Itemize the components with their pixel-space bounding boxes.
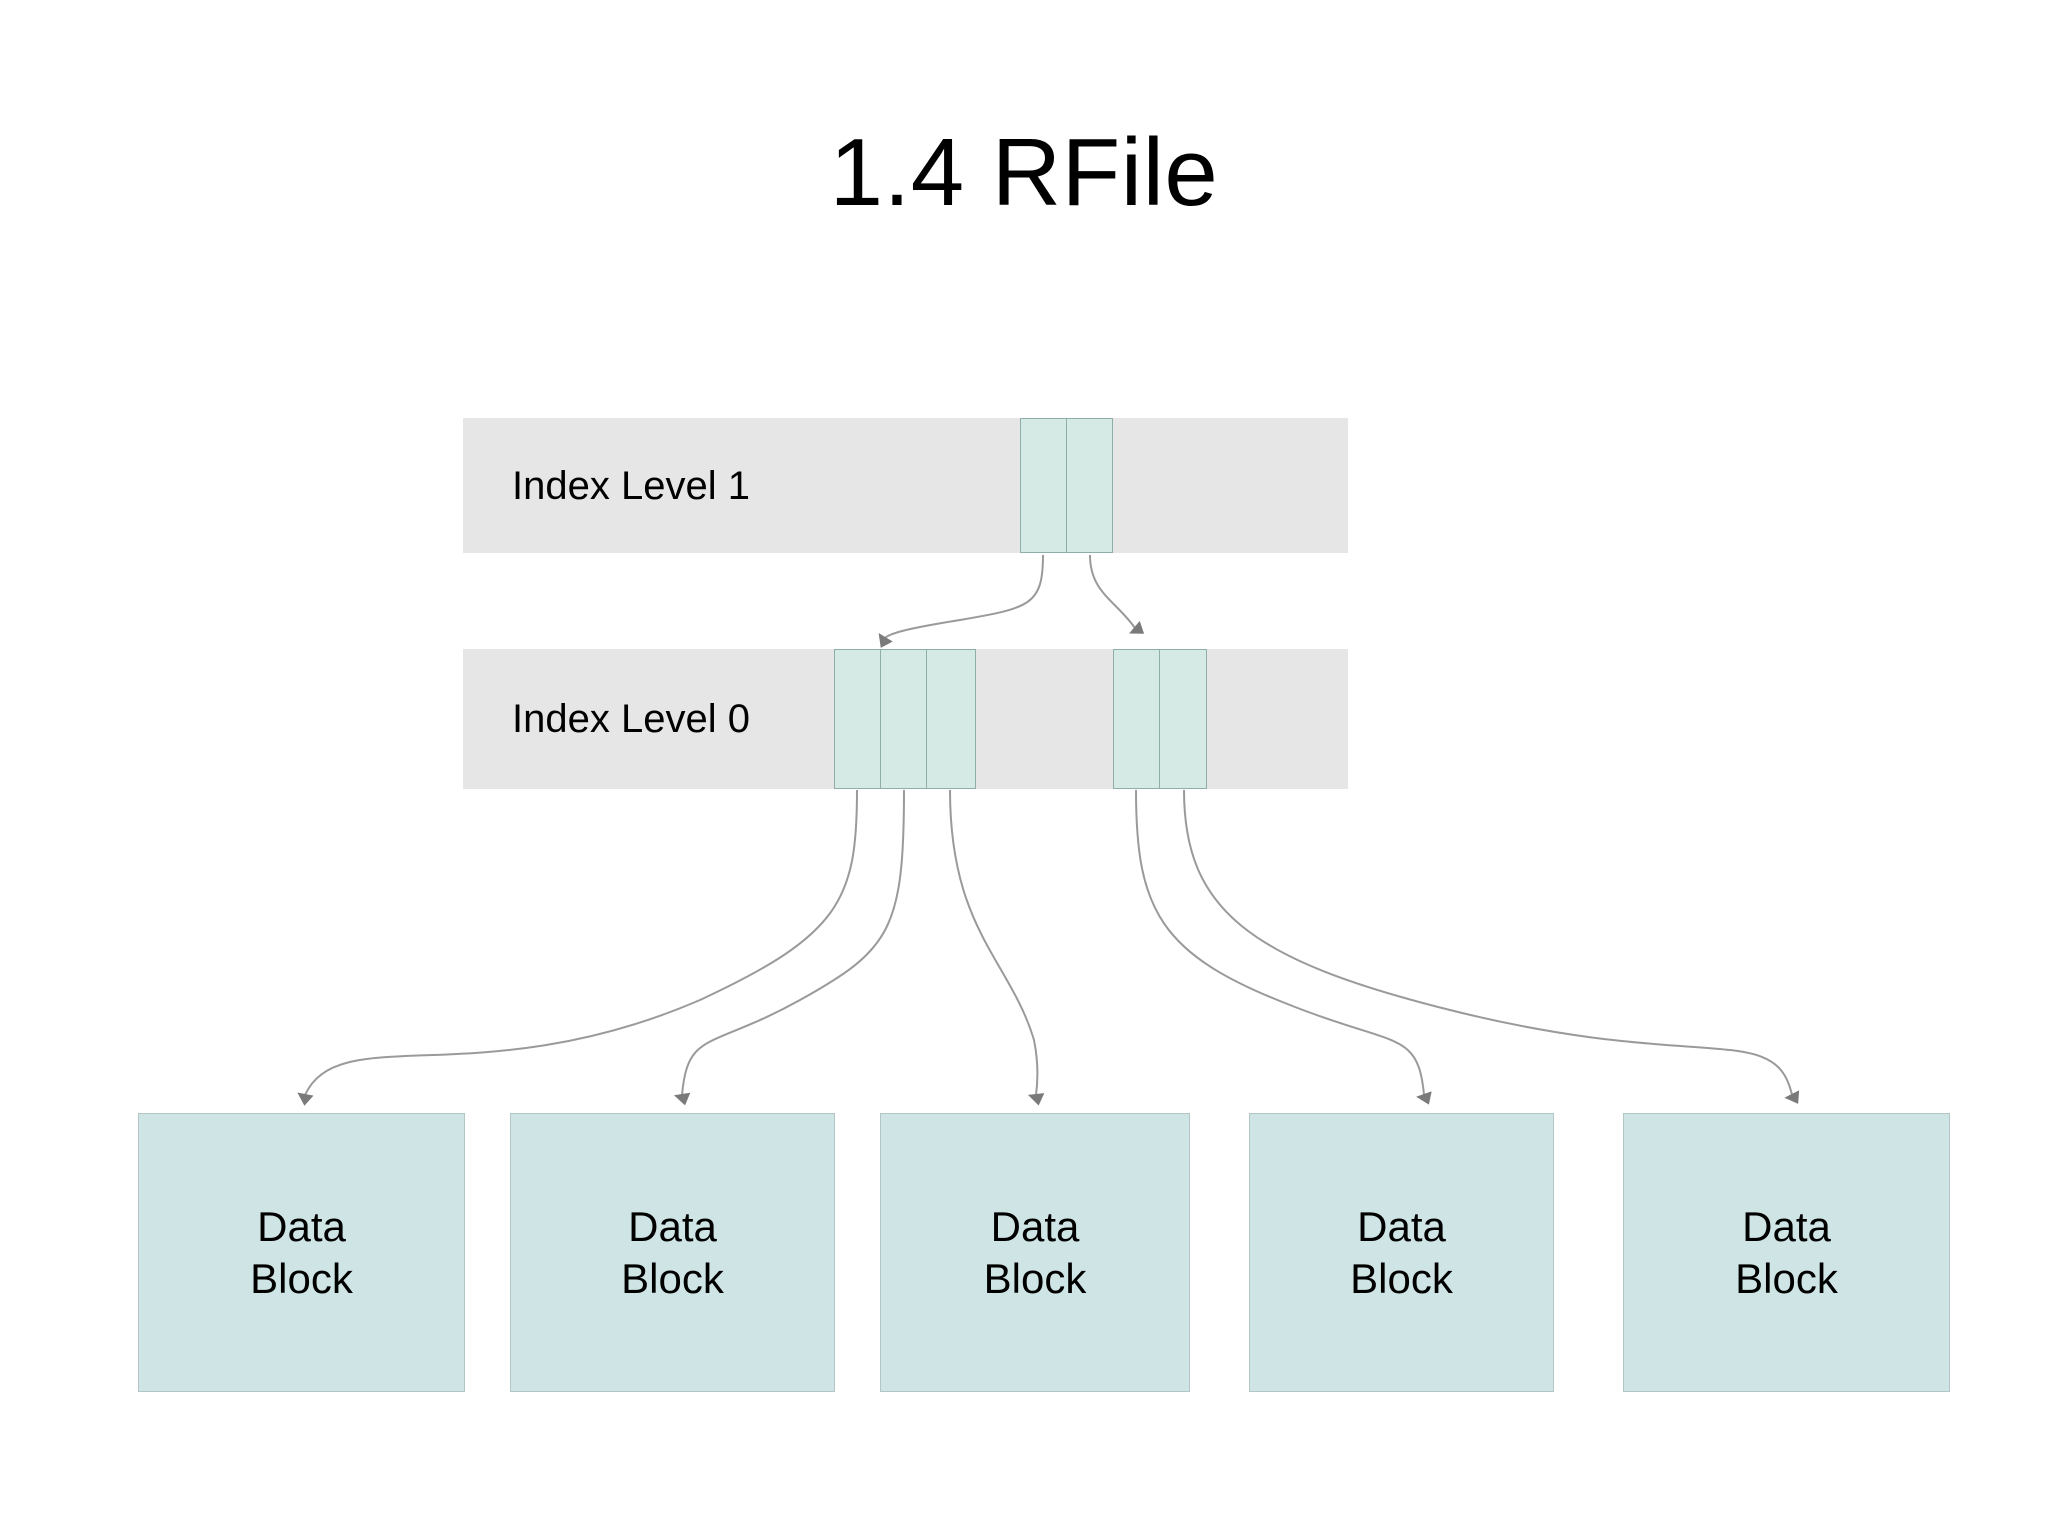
- data-block-3[interactable]: Data Block: [1249, 1113, 1554, 1392]
- data-block-label-line2: Block: [1735, 1254, 1838, 1302]
- data-block-label-line2: Block: [250, 1254, 353, 1302]
- edge-l0c0-to-db0: [297, 789, 858, 1106]
- data-block-0[interactable]: Data Block: [138, 1113, 465, 1392]
- data-block-label-line1: Data: [1742, 1202, 1831, 1250]
- index-level-0-cell-0[interactable]: [834, 649, 881, 789]
- data-block-label-line1: Data: [628, 1202, 717, 1250]
- data-block-2[interactable]: Data Block: [880, 1113, 1190, 1392]
- page-title: 1.4 RFile: [829, 119, 1219, 226]
- edge-l0c2-to-db2: [949, 789, 1045, 1106]
- data-block-label-line2: Block: [621, 1254, 724, 1302]
- index-level-0-cell-1[interactable]: [880, 649, 927, 789]
- index-level-1-cell-0[interactable]: [1020, 418, 1067, 553]
- edge-l0c3-to-db3: [1135, 789, 1432, 1105]
- index-level-0-label: Index Level 0: [512, 697, 750, 741]
- data-block-label-line2: Block: [983, 1254, 1087, 1302]
- data-block-1[interactable]: Data Block: [510, 1113, 835, 1392]
- edge-l1c0-to-l0g0: [878, 554, 1044, 648]
- data-block-label-line1: Data: [990, 1202, 1080, 1250]
- index-level-0-cell-3[interactable]: [1113, 649, 1160, 789]
- index-level-1-cell-1[interactable]: [1066, 418, 1113, 553]
- index-level-0-cell-2[interactable]: [926, 649, 976, 789]
- edge-l0c4-to-db4: [1183, 789, 1800, 1104]
- data-block-label-line2: Block: [1350, 1254, 1453, 1302]
- index-level-0-cell-4[interactable]: [1159, 649, 1207, 789]
- edge-l0c1-to-db1: [673, 789, 905, 1106]
- index-level-1-bar: [463, 418, 1348, 553]
- edge-l1c1-to-l0g1: [1089, 554, 1145, 634]
- data-block-label-line1: Data: [257, 1202, 346, 1250]
- data-block-label-line1: Data: [1357, 1202, 1446, 1250]
- index-level-1-label: Index Level 1: [512, 464, 750, 508]
- data-block-4[interactable]: Data Block: [1623, 1113, 1950, 1392]
